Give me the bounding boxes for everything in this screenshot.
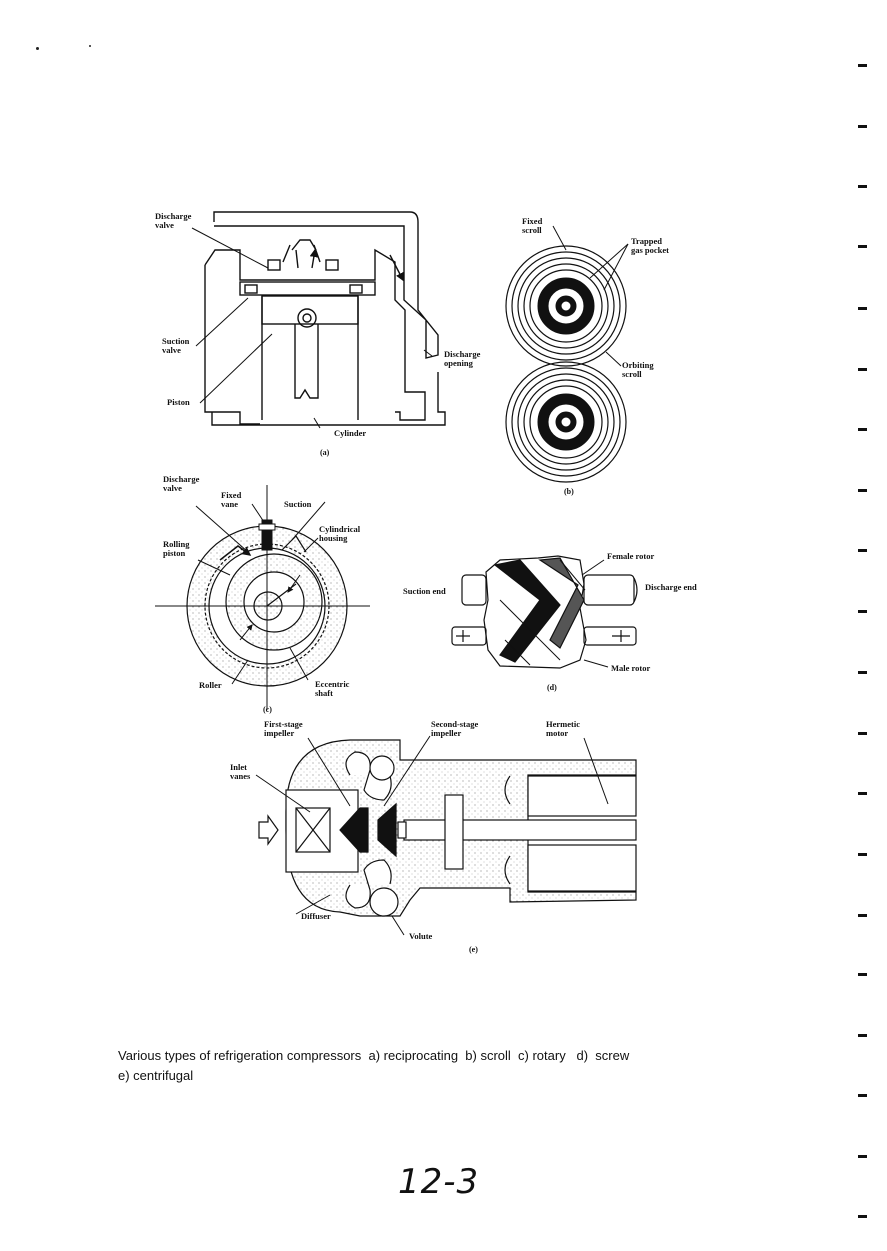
margin-tick — [858, 245, 867, 248]
label-discharge-valve-a: Discharge valve — [155, 211, 192, 230]
caption-b: (b) — [564, 487, 574, 496]
margin-tick — [858, 914, 867, 917]
margin-tick — [858, 973, 867, 976]
label-suction: Suction — [284, 499, 312, 509]
margin-tick — [858, 428, 867, 431]
margin-tick — [858, 853, 867, 856]
label-male-rotor: Male rotor — [611, 663, 651, 673]
caption-d: (d) — [547, 683, 557, 692]
label-eccentric-shaft: Eccentric shaft — [315, 679, 350, 698]
label-volute: Volute — [409, 931, 433, 941]
label-suction-end: Suction end — [403, 586, 446, 596]
label-cylinder: Cylinder — [334, 428, 367, 438]
margin-tick — [858, 610, 867, 613]
margin-tick — [858, 368, 867, 371]
scan-speck — [36, 47, 39, 50]
scroll-compressor-diagram — [505, 225, 629, 483]
page-number: 12-3 — [398, 1162, 480, 1202]
rotary-compressor-diagram — [155, 485, 370, 710]
label-discharge-opening: Discharge opening — [444, 349, 481, 368]
margin-tick — [858, 1215, 867, 1218]
figure-caption-line-1: Various types of refrigeration compresso… — [118, 1048, 630, 1063]
label-first-stage-impeller: First-stage impeller — [264, 719, 303, 738]
margin-tick — [858, 671, 867, 674]
label-roller: Roller — [199, 680, 222, 690]
margin-tick — [858, 1094, 867, 1097]
label-piston: Piston — [167, 397, 190, 407]
screw-compressor-diagram — [451, 555, 638, 669]
reciprocating-compressor-diagram — [191, 211, 446, 429]
margin-tick — [858, 489, 867, 492]
scan-speck — [89, 45, 91, 47]
caption-c: (c) — [263, 705, 272, 714]
label-suction-valve-a: Suction valve — [162, 336, 190, 355]
label-diffuser: Diffuser — [301, 911, 331, 921]
label-hermetic-motor: Hermetic motor — [546, 719, 580, 738]
figure-caption: Various types of refrigeration compresso… — [118, 1046, 758, 1086]
label-second-stage-impeller: Second-stage impeller — [431, 719, 479, 738]
label-rolling-piston: Rolling piston — [163, 539, 190, 558]
margin-tick — [858, 1034, 867, 1037]
figure-caption-line-2: e) centrifugal — [118, 1068, 194, 1083]
margin-tick — [858, 792, 867, 795]
margin-tick — [858, 64, 867, 67]
label-trapped-gas-pocket: Trapped gas pocket — [631, 236, 670, 255]
caption-a: (a) — [320, 448, 330, 457]
margin-tick — [858, 549, 867, 552]
margin-tick — [858, 185, 867, 188]
label-discharge-end: Discharge end — [645, 582, 697, 592]
label-female-rotor: Female rotor — [607, 551, 655, 561]
label-fixed-vane: Fixed vane — [221, 490, 242, 509]
margin-tick — [858, 1155, 867, 1158]
label-fixed-scroll: Fixed scroll — [522, 216, 543, 235]
label-cylindrical-housing: Cylindrical housing — [319, 524, 361, 543]
centrifugal-compressor-diagram — [255, 735, 637, 936]
margin-tick — [858, 732, 867, 735]
margin-tick — [858, 125, 867, 128]
label-inlet-vanes: Inlet vanes — [230, 762, 251, 781]
label-orbiting-scroll: Orbiting scroll — [622, 360, 654, 379]
margin-tick — [858, 307, 867, 310]
label-discharge-valve-c: Discharge valve — [163, 474, 200, 493]
caption-e: (e) — [469, 945, 478, 954]
